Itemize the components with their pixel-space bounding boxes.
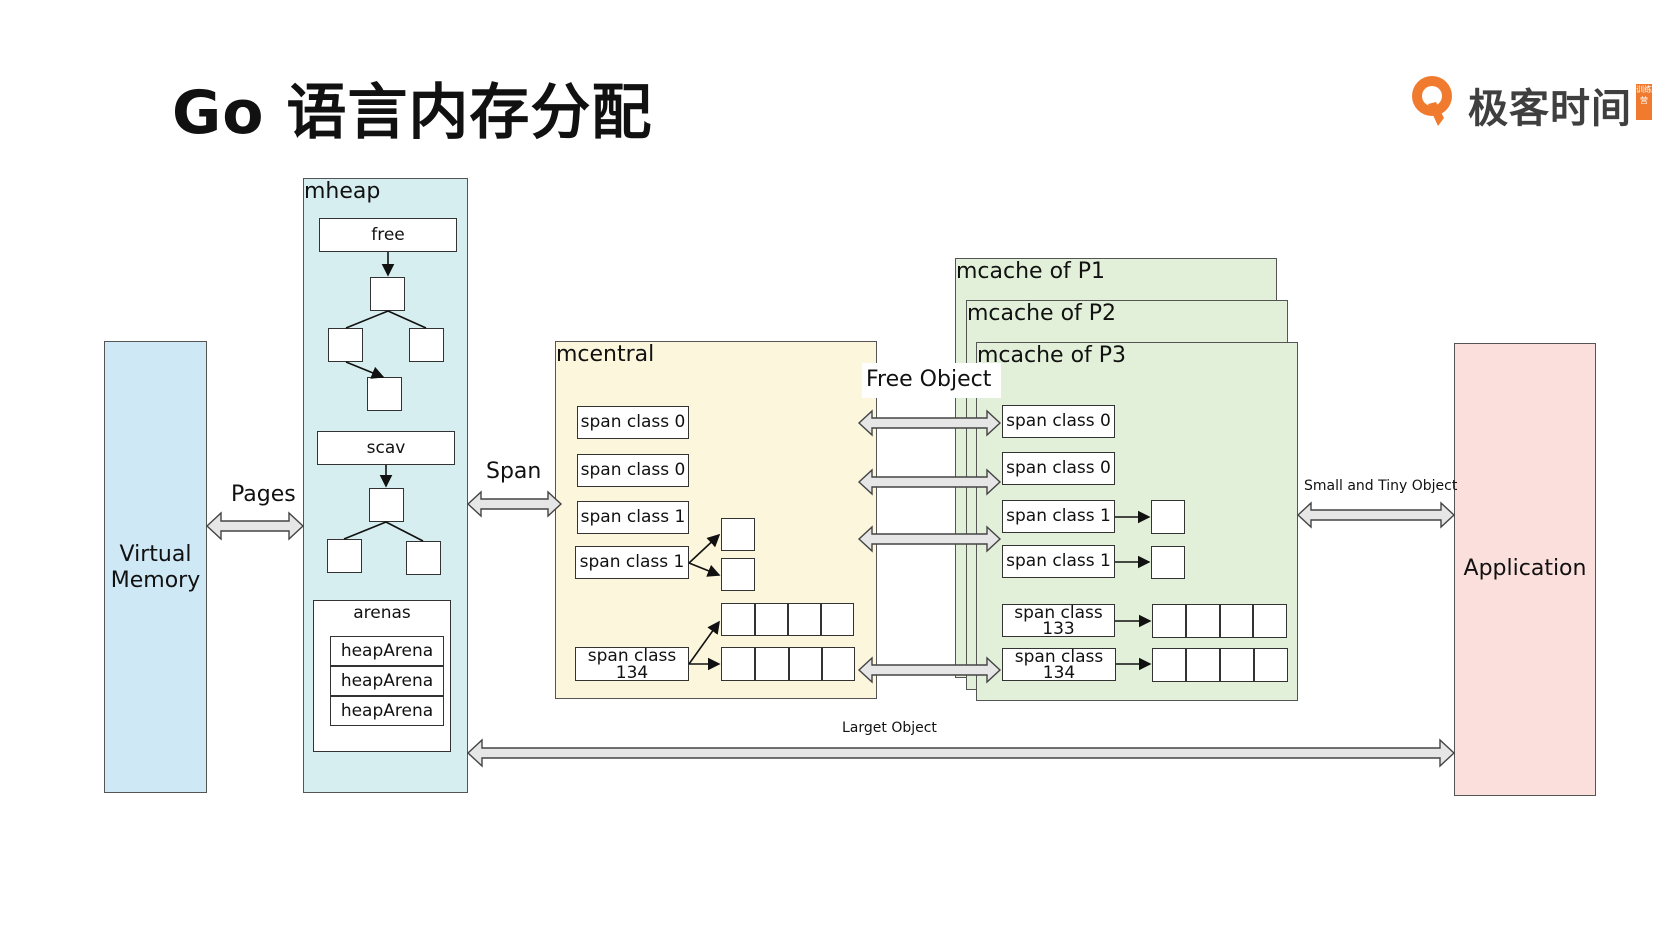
mcentral-object	[822, 647, 855, 681]
scav-box: scav	[317, 431, 455, 465]
free-object-label: Free Object	[862, 363, 1002, 398]
mcache-object	[1254, 648, 1288, 682]
mcache-span: span class 0	[1002, 405, 1115, 438]
mcache-object	[1186, 604, 1220, 638]
mcentral-title: mcentral	[556, 342, 655, 367]
mcache-span: span class 0	[1002, 452, 1115, 485]
mcache-span: span class 1	[1002, 500, 1115, 533]
free-object-arrow	[857, 656, 1002, 684]
heap-arena: heapArena	[330, 666, 444, 696]
mheap-title: mheap	[304, 179, 381, 204]
mcentral-object	[755, 603, 788, 636]
mcache-object	[1151, 500, 1185, 534]
free-box: free	[319, 218, 457, 252]
virtual-memory-label-line1: Virtual	[119, 542, 192, 567]
page-title: Go 语言内存分配	[172, 78, 653, 148]
mcache-span: span class 1	[1002, 545, 1115, 578]
logo-icon	[1412, 76, 1452, 126]
mcache-object	[1253, 604, 1287, 638]
mcentral-object	[788, 603, 821, 636]
scav-tree-node	[406, 541, 441, 575]
scav-tree-node	[369, 488, 404, 522]
free-tree-node	[367, 377, 402, 411]
span-label: Span	[486, 459, 542, 484]
mcentral-object	[755, 647, 789, 681]
free-tree-node	[328, 328, 363, 362]
small-tiny-object-arrow	[1296, 501, 1456, 529]
free-tree-node	[409, 328, 444, 362]
mcentral-object	[721, 603, 755, 636]
mcentral-object	[789, 647, 822, 681]
pages-label: Pages	[231, 482, 296, 507]
mcache-p3-title: mcache of P3	[977, 343, 1127, 368]
mcentral-object	[721, 558, 755, 591]
virtual-memory-block: Virtual Memory	[104, 341, 207, 793]
mcache-object	[1152, 648, 1186, 682]
free-object-arrow	[857, 409, 1002, 437]
mcentral-span: span class 0	[577, 454, 689, 487]
mcache-p2-title: mcache of P2	[967, 301, 1117, 326]
mcache-span: span class 133	[1002, 604, 1115, 638]
mcentral-span: span class 134	[575, 647, 689, 682]
mcache-object	[1186, 648, 1220, 682]
scav-tree-node	[327, 539, 362, 573]
mcentral-object	[821, 603, 854, 636]
free-tree-node	[370, 277, 405, 311]
mcache-object	[1220, 648, 1254, 682]
mcentral-span: span class 1	[577, 501, 689, 534]
logo-text: 极客时间	[1468, 86, 1632, 132]
large-object-label: Larget Object	[842, 720, 937, 736]
small-tiny-object-label: Small and Tiny Object	[1304, 478, 1458, 494]
mcentral-span: span class 1	[575, 546, 689, 579]
arenas-label: arenas	[353, 603, 411, 623]
virtual-memory-label-line2: Memory	[110, 568, 201, 593]
mcentral-span: span class 0	[577, 406, 689, 439]
span-arrow	[466, 490, 563, 518]
free-object-arrow	[857, 525, 1002, 553]
free-object-arrow	[857, 468, 1002, 496]
mcache-object	[1220, 604, 1253, 638]
mcache-object	[1152, 604, 1186, 638]
heap-arena: heapArena	[330, 636, 444, 666]
application-label: Application	[1463, 556, 1587, 581]
large-object-arrow	[466, 738, 1456, 768]
mcache-p1-title: mcache of P1	[956, 259, 1106, 284]
mcentral-object	[721, 647, 755, 681]
mcache-span: span class 134	[1002, 648, 1116, 682]
mcentral-object	[721, 518, 755, 551]
heap-arena: heapArena	[330, 696, 444, 726]
brand-logo: 极客时间 训练营	[1408, 74, 1654, 132]
pages-arrow	[205, 511, 305, 541]
logo-tag: 训练营	[1636, 84, 1652, 120]
application-block: Application	[1454, 343, 1596, 796]
mcache-object	[1151, 546, 1185, 579]
